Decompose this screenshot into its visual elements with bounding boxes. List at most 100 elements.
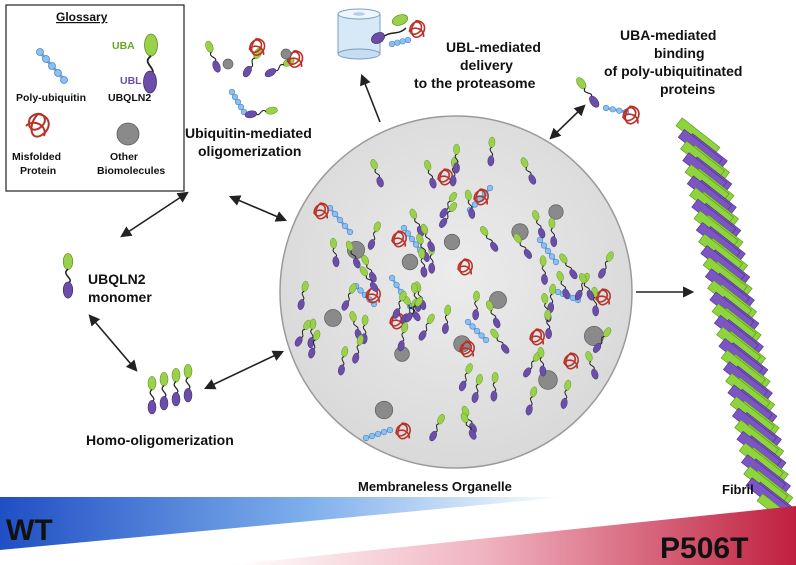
ubiquitin-unit [464, 318, 472, 326]
glossary-title: Glossary [56, 10, 108, 24]
ubiquitin-unit [362, 434, 370, 442]
ubl-domain [439, 208, 448, 219]
ubqln2-molecule [147, 376, 157, 415]
ubl-domain [523, 248, 532, 259]
ubiquitin-unit [228, 88, 236, 96]
misfold-loop-3 [472, 195, 488, 205]
ubl-domain [545, 328, 552, 340]
misfold-loop-3 [456, 265, 472, 275]
uba-domain [183, 364, 193, 379]
misfold-loop-3 [286, 57, 303, 68]
misfold-loop-2 [624, 105, 640, 125]
ubqln2-molecule [513, 233, 532, 259]
misfold-loop-2 [397, 422, 411, 440]
ubqln2-molecule [480, 226, 499, 252]
ubiquitin-unit [473, 327, 481, 335]
ubl-domain [471, 392, 479, 403]
ubl-domain [418, 330, 427, 341]
misfold-loop-3 [312, 209, 328, 219]
ubl-domain [586, 290, 595, 301]
ubiquitin-unit [552, 258, 560, 266]
misfolded-label-2: Protein [20, 165, 56, 177]
misfolded-protein [408, 19, 426, 38]
ubiquitin-unit [408, 235, 416, 243]
ubqln2-molecule [556, 270, 570, 300]
p506t-gradient [230, 506, 796, 565]
proteasome-icon [337, 8, 381, 60]
ubqln2-monomer-icon [62, 253, 74, 299]
ubqln2-molecule [585, 351, 599, 380]
ubqln2-molecule [490, 371, 499, 402]
mutation-gradient-bar: WT P506T [0, 497, 796, 565]
ubl-domain [592, 305, 599, 317]
misfold-loop-3 [621, 113, 639, 124]
ubiquitin-oligomerization-label-2: oligomerization [198, 143, 301, 159]
ubl-domain [468, 207, 476, 219]
ubqln2-molecule [359, 266, 379, 292]
ubqln2-molecule [360, 314, 369, 345]
ubqln2-molecule [404, 296, 423, 323]
ubl-domain [338, 364, 345, 376]
ubqln2-molecule [539, 255, 548, 285]
biomolecule [489, 291, 507, 309]
ubl-domain [453, 162, 460, 174]
ubl-delivery-label-1: UBL-mediated [446, 39, 541, 55]
misfolded-protein [286, 49, 304, 68]
ubqln2-molecule [442, 304, 452, 335]
ubiquitin-unit [374, 430, 382, 438]
ubiquitin-unit [380, 428, 388, 436]
biomolecule-icon [116, 122, 140, 146]
uba-domain [171, 368, 181, 383]
ubqln2-molecule [472, 290, 480, 321]
ubiquitin-unit [616, 107, 623, 114]
uba-label: UBA [112, 40, 135, 52]
uba-domain [62, 253, 74, 270]
ubl-domain [468, 429, 477, 440]
ubl-delivery-label-3: to the proteasome [414, 75, 536, 91]
misfolded-protein [472, 188, 489, 206]
chain-line [605, 106, 627, 114]
arrow-oligomer-organelle [228, 195, 288, 222]
wt-gradient [0, 497, 566, 550]
misfold-loop-3 [248, 45, 265, 56]
ubl-domain [591, 368, 599, 380]
ubl-domain [550, 236, 558, 248]
biomolecule [280, 48, 292, 60]
misfold-loop-2 [439, 168, 453, 186]
ubiquitin-unit [237, 103, 245, 111]
biomolecule [548, 204, 564, 220]
misfold-loop-2 [565, 352, 579, 370]
arrow-organelle-uba [549, 104, 586, 140]
ubiquitin-oligomer-cluster [205, 37, 304, 119]
ubl-domain [159, 396, 169, 411]
ubl-domain [589, 95, 600, 108]
fibril-label: Fibril [722, 482, 754, 497]
ubiquitin-unit [346, 228, 354, 236]
ubiquitin-unit [548, 253, 556, 260]
ubqln2-molecule [460, 412, 477, 440]
ubqln2-molecule [486, 300, 501, 329]
misfolded-protein [312, 202, 329, 220]
ubqln2-molecule [159, 372, 169, 411]
ubl-domain [332, 256, 340, 268]
misfolded-protein [456, 258, 473, 276]
biomolecule [324, 309, 342, 327]
ubl-domain [560, 398, 568, 409]
ubl-domain [297, 299, 305, 310]
ubiquitin-unit [536, 236, 544, 244]
ubl-domain [525, 404, 533, 416]
uba-domain [544, 309, 552, 321]
misfolded-protein [390, 230, 407, 248]
ubl-domain [569, 269, 578, 280]
ubl-domain [429, 430, 437, 442]
uba-binding-label-2: binding [654, 45, 705, 61]
uba-binding-label-3: of poly-ubiquitinated [604, 63, 742, 79]
ubiquitin-unit [486, 184, 494, 192]
ubqln2-molecule [429, 414, 445, 442]
misfold-loop-3 [458, 347, 474, 357]
biomolecule [401, 253, 419, 271]
ubiquitin-oligomerization-label-1: Ubiquitin-mediated [185, 125, 312, 141]
ubl-domain [472, 309, 479, 321]
misfolded-protein [458, 340, 475, 358]
glossary-box: Glossary Poly-ubiquitin UBA UBL UBQLN2 M… [5, 4, 185, 192]
